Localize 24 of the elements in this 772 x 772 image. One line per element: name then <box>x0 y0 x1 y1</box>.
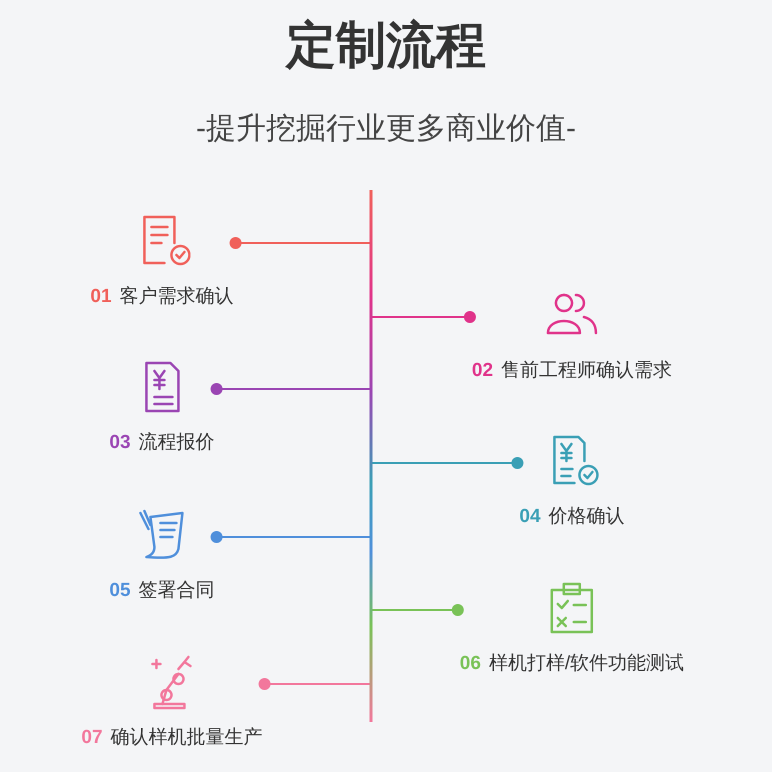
subtitle: -提升挖掘行业更多商业价值- <box>196 112 576 145</box>
step-number: 07 <box>81 727 103 748</box>
step-number: 04 <box>519 506 541 527</box>
step-label: 售前工程师确认需求 <box>501 360 672 381</box>
connector-line <box>372 457 524 469</box>
step-label: 流程报价 <box>138 432 215 453</box>
connector-line <box>372 311 476 323</box>
step-label: 确认样机批量生产 <box>110 727 263 748</box>
connector-line <box>372 604 464 616</box>
step-number: 02 <box>472 360 494 381</box>
connector-line <box>210 383 370 395</box>
step-number: 01 <box>90 286 112 307</box>
timeline-spine <box>370 190 372 722</box>
connector-line <box>258 678 370 690</box>
step-label: 价格确认 <box>548 506 625 527</box>
step-label: 样机打样/软件功能测试 <box>488 653 684 674</box>
step-number: 05 <box>109 580 131 601</box>
title: 定制流程 <box>286 17 486 73</box>
connector-line <box>210 531 370 543</box>
step-label: 客户需求确认 <box>120 286 234 307</box>
step-label: 签署合同 <box>138 580 215 601</box>
connector-line <box>230 237 370 249</box>
step-number: 03 <box>109 432 131 453</box>
step-number: 06 <box>460 653 481 674</box>
